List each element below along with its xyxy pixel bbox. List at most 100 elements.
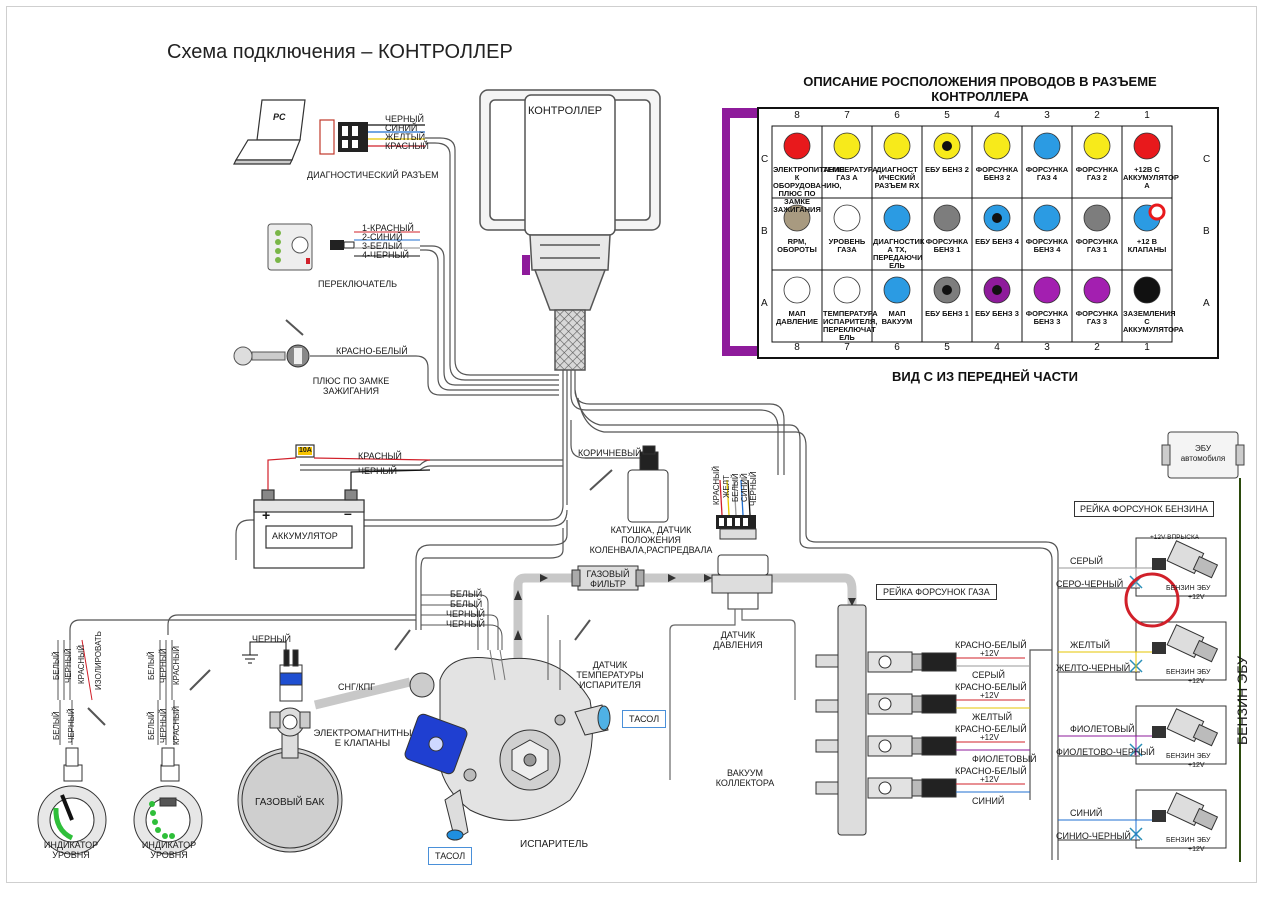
pin-table: [722, 107, 1219, 359]
petrol-rail-title: РЕЙКА ФОРСУНОК БЕНЗИНА: [1074, 501, 1214, 517]
coil-label: КАТУШКА, ДАТЧИК ПОЛОЖЕНИЯ КОЛЕНВАЛА,РАСП…: [589, 525, 713, 555]
switch-device: [267, 223, 420, 271]
table-footer: ВИД С ИЗ ПЕРЕДНЕЙ ЧАСТИ: [892, 369, 1078, 384]
petrol-wire-bottom: БЕНЗИН ЭБУ: [1166, 585, 1211, 592]
gas-rail-wire-top: КРАСНО-БЕЛЫЙ: [955, 682, 1027, 692]
gas-rail-wire-bottom: СЕРЫЙ: [972, 670, 1005, 680]
crank-wire-5: ЧЕРНЫЙ: [749, 471, 758, 506]
battery-wire-red: КРАСНЫЙ: [358, 451, 402, 461]
petrol-top-note: +12V ВПРЫСКА: [1150, 534, 1200, 541]
pin-cell: [921, 197, 973, 271]
gas-injector-part: [921, 736, 957, 756]
petrol-injector-part: [1152, 642, 1166, 654]
crank-wire-3: БЕЛЫЙ: [731, 473, 740, 502]
crank-wire-2: ЖЕЛТ: [722, 475, 731, 498]
pin-label: +12 В КЛАПАНЫ: [1127, 237, 1167, 254]
gas-rail-wire-bottom: ЖЕЛТЫЙ: [972, 712, 1013, 722]
pin-label: ЕБУ БЕНЗ 2: [925, 165, 969, 174]
level-right-label: ИНДИКАТОР УРОВНЯ: [141, 840, 197, 860]
diag-wire-1: ЧЕРНЫЙ: [385, 114, 424, 124]
col-num-top: 6: [894, 110, 900, 121]
row-label-left: A: [761, 298, 768, 309]
evap-wire-2: БЕЛЫЙ: [450, 599, 483, 609]
col-num-top: 7: [844, 110, 850, 121]
gas-rail-wire-plus: +12V: [980, 691, 999, 700]
pin-label: МАП ВАКУУМ: [881, 309, 913, 326]
petrol-wire-bottom: БЕНЗИН ЭБУ: [1166, 753, 1211, 760]
pin-dot-inner: [992, 285, 1002, 295]
pin-label: ФОРСУНКА БЕНЗ 3: [1025, 309, 1069, 326]
petrol-injector-part: [1152, 558, 1166, 570]
gas-rail-wire-plus: +12V: [980, 649, 999, 658]
level-right-wire-1: БЕЛЫЙ: [147, 651, 156, 680]
petrol-wire-plus: +12V: [1188, 594, 1205, 601]
tasol-tag-2: ТАСОЛ: [428, 847, 473, 865]
switch-label: ПЕРЕКЛЮЧАТЕЛЬ: [318, 279, 398, 289]
level-wires: [57, 639, 211, 745]
switch-wire-1: 1-КРАСНЫЙ: [362, 223, 414, 233]
level-left-wire-3: КРАСНЫЙ: [77, 644, 86, 684]
controller: [479, 89, 661, 371]
pin-label: ФОРСУНКА БЕНЗ 4: [1025, 237, 1069, 254]
pin-dot: [783, 132, 811, 160]
petrol-wire-plus: +12V: [1188, 678, 1205, 685]
evap-wire-4: ЧЕРНЫЙ: [446, 619, 485, 629]
petrol-wire-a: СЕРЫЙ: [1070, 556, 1103, 566]
pin-label: ДИАГНОСТ ИЧЕСКИЙ РАЗЪЕМ RX: [874, 165, 920, 190]
tasol-tag-1: ТАСОЛ: [622, 710, 667, 728]
diag-wire-2: СИНИЙ: [385, 123, 418, 133]
evaporator-label: ИСПАРИТЕЛЬ: [520, 839, 589, 850]
pin-label: УРОВЕНЬ ГАЗА: [828, 237, 866, 254]
tank-label: ГАЗОВЫЙ БАК: [255, 797, 325, 808]
petrol-injector-part: [1192, 807, 1219, 831]
switch-wire-4: 4-ЧЕРНЫЙ: [362, 250, 409, 260]
col-num-bottom: 3: [1044, 342, 1050, 353]
pin-dot: [1033, 204, 1061, 232]
pin-label: ЭЛЕКТРОПИТАНИЕ К ОБОРУДОВАНИЮ, ПЛЮС ПО З…: [773, 165, 845, 214]
ecu-box: [1161, 431, 1245, 862]
pin-dot-inner: [942, 141, 952, 151]
pin-dot-inner: [1148, 203, 1166, 221]
pin-dot: [883, 132, 911, 160]
pin-dot: [1083, 132, 1111, 160]
gas-injector-part: [911, 653, 923, 671]
col-num-bottom: 4: [994, 342, 1000, 353]
gas-rail-wire-top: КРАСНО-БЕЛЫЙ: [955, 766, 1027, 776]
petrol-wire-b: СИНИО-ЧЕРНЫЙ: [1056, 831, 1131, 841]
coil-icon: [585, 445, 669, 523]
pin-label: +12В С АККУМУЛЯТОР А: [1123, 165, 1179, 190]
petrol-wire-a: ФИОЛЕТОВЫЙ: [1070, 724, 1135, 734]
gas-rail-title: РЕЙКА ФОРСУНОК ГАЗА: [876, 584, 997, 600]
pin-label: RPM, ОБОРОТЫ: [777, 237, 817, 254]
gas-injector-part: [911, 779, 923, 797]
page-title: Схема подключения – КОНТРОЛЛЕР: [167, 41, 513, 63]
level-left-bottom-1: БЕЛЫЙ: [52, 711, 61, 740]
gas-injector-part: [921, 778, 957, 798]
row-label-left: B: [761, 226, 768, 237]
pin-dot: [1133, 276, 1161, 304]
controller-label: КОНТРОЛЛЕР: [528, 105, 603, 117]
pin-cell: [871, 125, 923, 199]
pin-dot: [983, 132, 1011, 160]
gas-injector-part: [921, 652, 957, 672]
level-left-wire-2: ЧЕРНЫЙ: [64, 648, 73, 683]
diag-wire-3: ЖЕЛТЫЙ: [385, 132, 426, 142]
level-left-wire-4: ИЗОЛИРОВАТЬ: [94, 631, 103, 690]
petrol-wire-b: СЕРО-ЧЕРНЫЙ: [1056, 579, 1124, 589]
gas-injector-part: [878, 739, 892, 753]
gas-injector-part: [911, 695, 923, 713]
gas-rail-wire-plus: +12V: [980, 775, 999, 784]
gas-rail-wire-top: КРАСНО-БЕЛЫЙ: [955, 724, 1027, 734]
col-num-top: 8: [794, 110, 800, 121]
level-right-bottom-3: КРАСНЫЙ: [172, 705, 181, 745]
gas-rail: [815, 604, 1030, 836]
pin-dot: [833, 204, 861, 232]
level-indicator-left: [37, 747, 107, 855]
gas-injector-part: [911, 737, 923, 755]
battery-minus: –: [344, 505, 352, 521]
col-num-bottom: 1: [1144, 342, 1150, 353]
gas-injector-part: [921, 694, 957, 714]
petrol-injector-part: [1152, 810, 1166, 822]
battery-plus: +: [262, 507, 271, 523]
